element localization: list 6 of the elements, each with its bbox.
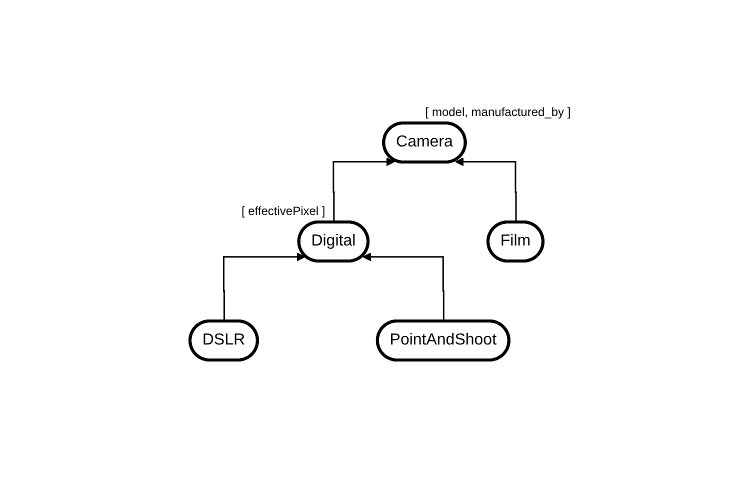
arrow bbox=[222, 252, 306, 322]
arrow bbox=[455, 157, 517, 222]
attribute-note: [ model, manufactured_by ] bbox=[425, 104, 571, 119]
arrow bbox=[332, 157, 395, 222]
attribute-note: [ effectivePixel ] bbox=[241, 204, 326, 218]
arrow bbox=[362, 252, 444, 322]
